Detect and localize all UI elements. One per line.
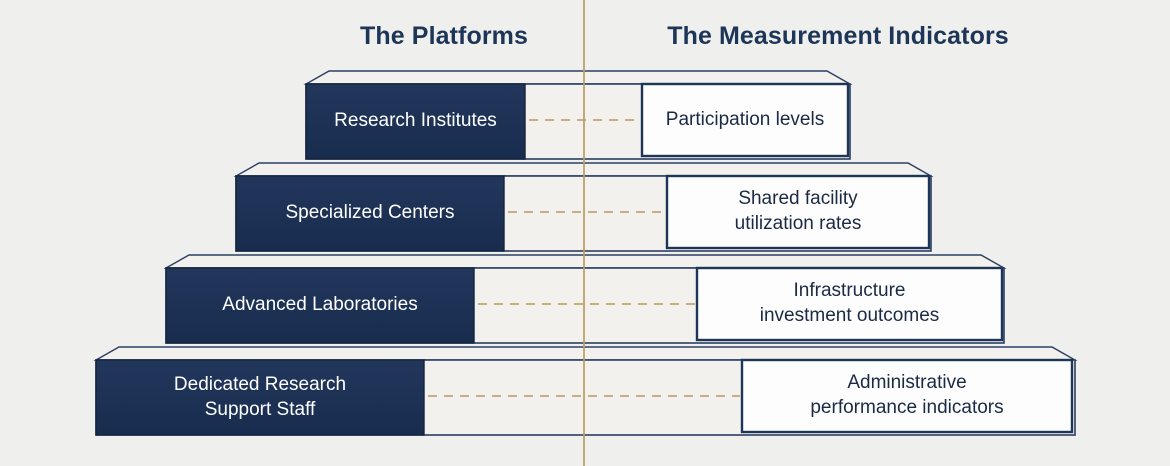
tier-1-indicator-box (640, 82, 850, 158)
tier-2-indicator-box (665, 174, 931, 250)
tier-4-step (93, 346, 1078, 436)
tier-3-top-face (163, 254, 1007, 269)
tier-4-platform-fill (95, 359, 425, 436)
tier-4-top-face (93, 346, 1078, 361)
tier-3-indicator-box (695, 266, 1004, 342)
tier-3-step (163, 254, 1007, 344)
page-title-platforms: The Platforms (360, 22, 528, 50)
tier-4-indicator-box (740, 358, 1074, 434)
tier-1-platform-fill (305, 83, 526, 160)
tier-1-step (303, 70, 853, 160)
tier-3-platform-fill (165, 267, 475, 344)
page-title-indicators: The Measurement Indicators (667, 22, 1009, 50)
tier-1-top-face (303, 70, 853, 85)
tier-2-platform-fill (235, 175, 505, 252)
